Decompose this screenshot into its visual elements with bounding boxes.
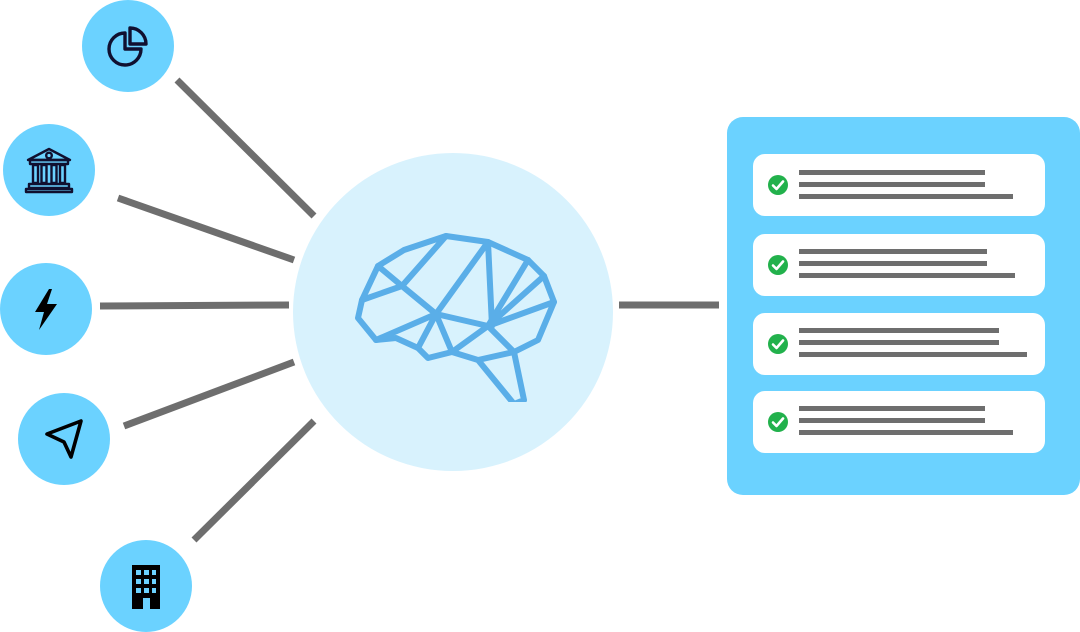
connector-location <box>122 358 296 430</box>
results-panel <box>727 117 1080 495</box>
checkmark-icon <box>768 334 788 354</box>
pie-chart-icon <box>107 26 148 67</box>
result-item <box>753 154 1045 216</box>
connector-bank <box>116 194 296 264</box>
text-placeholder-line <box>799 418 985 423</box>
text-placeholder-line <box>799 352 1027 357</box>
navigation-arrow-icon <box>45 419 83 459</box>
result-item <box>753 234 1045 296</box>
text-placeholder-line <box>799 182 985 187</box>
text-placeholder-line <box>799 340 999 345</box>
source-node-building <box>100 540 192 632</box>
source-node-analytics <box>82 0 174 92</box>
source-node-location <box>18 393 110 485</box>
connector-power <box>99 301 290 310</box>
text-placeholder-line <box>799 328 999 333</box>
bank-icon <box>24 147 74 194</box>
text-placeholder-line <box>799 261 987 266</box>
connector-analytics <box>174 77 317 219</box>
source-node-bank <box>3 124 95 216</box>
office-building-icon <box>132 565 160 609</box>
checkmark-icon <box>768 175 788 195</box>
source-node-power <box>0 263 92 355</box>
lightning-bolt-icon <box>35 289 57 330</box>
checkmark-icon <box>768 412 788 432</box>
text-placeholder-line <box>799 249 987 254</box>
text-placeholder-line <box>799 170 985 175</box>
text-placeholder-line <box>799 406 985 411</box>
checkmark-icon <box>768 255 788 275</box>
result-item <box>753 391 1045 453</box>
result-item <box>753 313 1045 375</box>
connector-building <box>191 418 317 543</box>
text-placeholder-line <box>799 430 1013 435</box>
text-placeholder-line <box>799 194 1013 199</box>
brain-icon <box>355 233 557 402</box>
text-placeholder-line <box>799 273 1015 278</box>
ai-hub <box>293 153 613 471</box>
